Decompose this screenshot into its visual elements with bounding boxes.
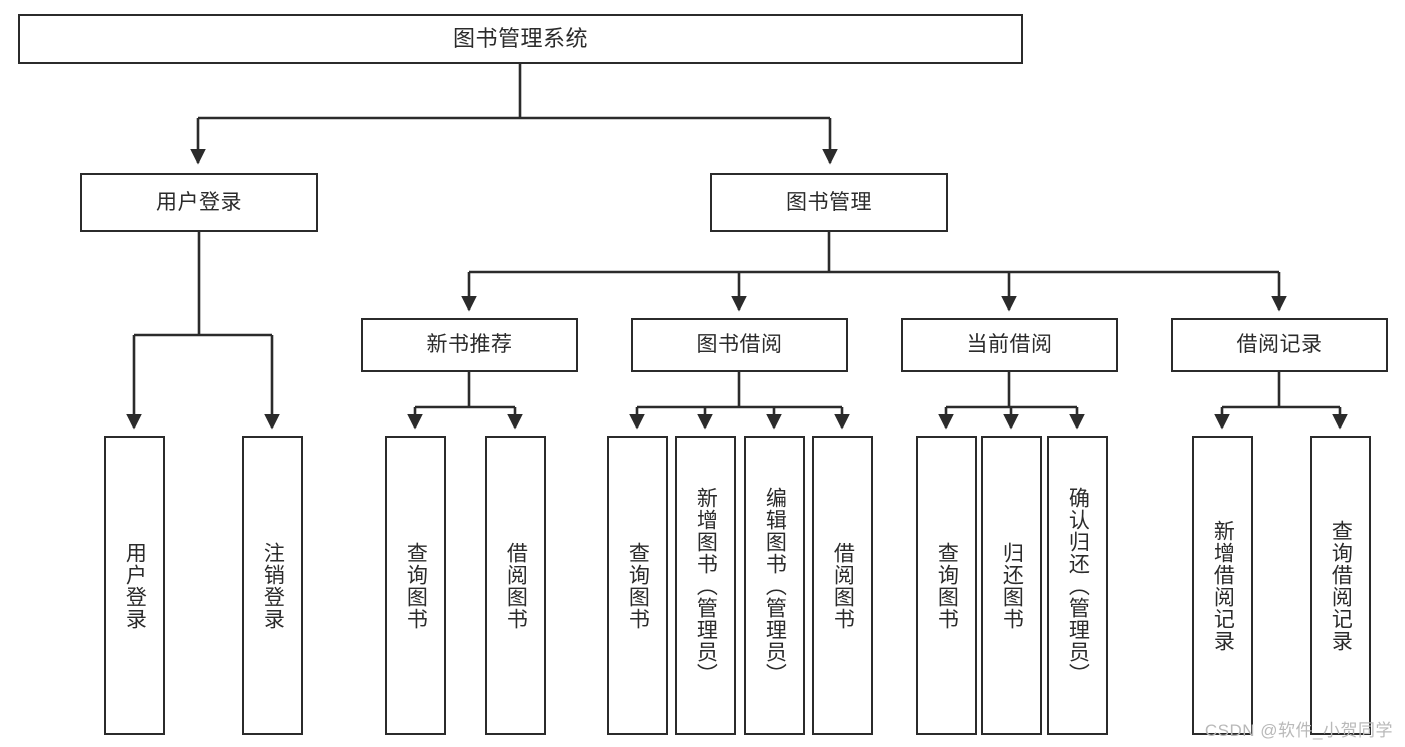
node-user-login[interactable]: 用户登录: [80, 173, 318, 232]
node-label: 新增借阅记录: [1211, 519, 1235, 652]
node-label: 查询借阅记录: [1329, 519, 1353, 652]
node-label: 借阅图书: [831, 541, 855, 630]
leaf-add-borrow-record[interactable]: 新增借阅记录: [1192, 436, 1253, 735]
node-label: 当前借阅: [966, 333, 1053, 357]
node-label: 用户登录: [123, 541, 147, 630]
node-label: 图书借阅: [696, 333, 783, 357]
node-label: 确认归还（管理员）: [1066, 486, 1090, 685]
node-label: 注销登录: [261, 541, 285, 630]
leaf-confirm-return-admin[interactable]: 确认归还（管理员）: [1047, 436, 1108, 735]
leaf-query-borrow-record[interactable]: 查询借阅记录: [1310, 436, 1371, 735]
node-label: 图书管理: [786, 190, 872, 214]
node-label: 编辑图书（管理员）: [763, 486, 787, 685]
node-root-book-management-system[interactable]: 图书管理系统: [18, 14, 1023, 64]
node-borrow-record[interactable]: 借阅记录: [1171, 318, 1388, 372]
node-book-borrow[interactable]: 图书借阅: [631, 318, 848, 372]
leaf-query-book-current[interactable]: 查询图书: [916, 436, 977, 735]
node-label: 查询图书: [935, 541, 959, 630]
node-label: 新书推荐: [426, 333, 513, 357]
leaf-return-book[interactable]: 归还图书: [981, 436, 1042, 735]
leaf-borrow-book-new-rec[interactable]: 借阅图书: [485, 436, 546, 735]
leaf-user-login[interactable]: 用户登录: [104, 436, 165, 735]
leaf-add-book-admin[interactable]: 新增图书（管理员）: [675, 436, 736, 735]
leaf-edit-book-admin[interactable]: 编辑图书（管理员）: [744, 436, 805, 735]
node-current-borrow[interactable]: 当前借阅: [901, 318, 1118, 372]
watermark-text: CSDN @软件_小贺同学: [1204, 721, 1393, 740]
node-label: 用户登录: [156, 190, 242, 214]
node-label: 新增图书（管理员）: [694, 486, 718, 685]
node-label: 归还图书: [1000, 541, 1024, 630]
leaf-query-book-new-rec[interactable]: 查询图书: [385, 436, 446, 735]
node-label: 借阅记录: [1236, 333, 1323, 357]
node-label: 查询图书: [626, 541, 650, 630]
leaf-borrow-book[interactable]: 借阅图书: [812, 436, 873, 735]
node-label: 借阅图书: [504, 541, 528, 630]
node-new-book-recommend[interactable]: 新书推荐: [361, 318, 578, 372]
leaf-user-logout[interactable]: 注销登录: [242, 436, 303, 735]
leaf-query-book-borrow[interactable]: 查询图书: [607, 436, 668, 735]
node-book-manage[interactable]: 图书管理: [710, 173, 948, 232]
node-label: 查询图书: [404, 541, 428, 630]
node-label: 图书管理系统: [452, 25, 588, 51]
